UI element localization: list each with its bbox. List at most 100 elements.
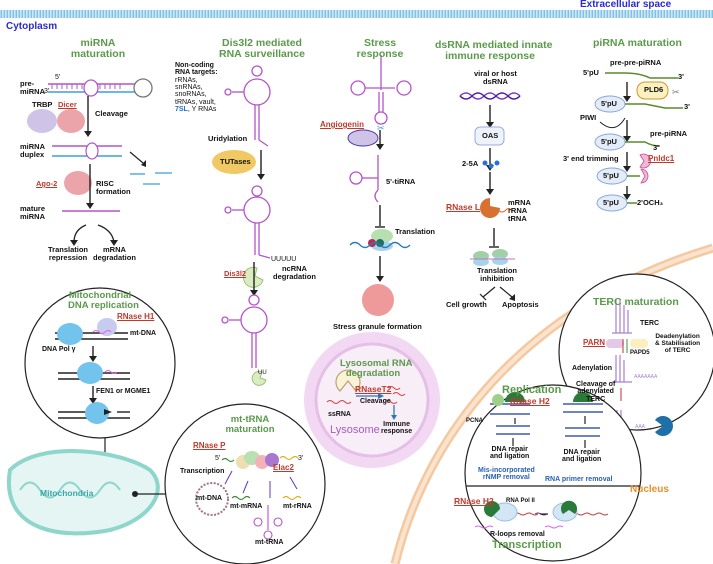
ncrna-structure-degraded — [221, 294, 268, 368]
trimming-label: 3' end trimming — [563, 154, 619, 163]
stress-granule — [362, 284, 394, 316]
elac2-label: Elac2 — [273, 463, 294, 472]
trna-structure — [350, 55, 412, 125]
och3-label: 2'OCH₃ — [637, 198, 664, 207]
pld6-label: PLD6 — [644, 85, 664, 94]
mt-trna-label: mt-tRNA — [255, 539, 284, 546]
five-pu-label: 5'pU — [601, 99, 617, 108]
fen1-mgme1-label: FEN1 or MGME1 — [96, 388, 151, 395]
two-5a-label: 2-5A — [462, 159, 479, 168]
five-pu-label: 5'pU — [583, 68, 599, 77]
rna-pol-ii-label: RNA Pol II — [506, 498, 535, 504]
mrna-strand — [349, 241, 411, 249]
three-prime-label: 3' — [44, 88, 50, 95]
oas-label: OAS — [482, 131, 499, 140]
ago2-protein — [64, 171, 92, 195]
mt-mrna-label: mt-mRNA — [230, 503, 263, 510]
tirna-fragment — [349, 155, 379, 203]
uridylation-label: Uridylation — [208, 134, 248, 143]
three-prime-label: 3' — [298, 455, 304, 462]
ncrna-structure-uridylated — [224, 185, 271, 259]
region-label-mitochondria: Mitochondria — [40, 488, 94, 498]
dna-pol-gamma — [57, 323, 83, 345]
five-pu-label: 5'pU — [601, 137, 617, 146]
mt-trna-structure — [253, 505, 283, 540]
exonuclease-icon — [655, 415, 674, 436]
angiogenin-enzyme — [347, 129, 379, 147]
five-prime-label: 5' — [55, 74, 61, 81]
dna-pol-gamma-label: DNA Pol γ — [42, 346, 76, 353]
translation-label: Translation — [395, 227, 436, 236]
scissors-icon: ✂ — [377, 123, 385, 133]
mitochondrion — [6, 449, 160, 536]
papd5-enzyme — [630, 339, 648, 348]
cell-growth-label: Cell growth — [446, 300, 487, 309]
replication-title: Replication — [502, 384, 562, 396]
dicer-protein — [57, 109, 85, 133]
dicer-label: Dicer — [58, 100, 77, 109]
rnase-p-label: RNase P — [193, 441, 226, 450]
oas-box — [474, 126, 505, 146]
uuuuu-label: UUUUU — [271, 256, 297, 263]
pre-mirna-hairpin — [48, 78, 153, 98]
mt-rrna-label: mt-rRNA — [283, 503, 312, 510]
aaa-tail: AAA — [635, 424, 646, 430]
pre-mirna-label: pre-miRNA — [20, 79, 46, 96]
pnldc1-enzyme — [639, 153, 652, 169]
discarded-strands — [130, 172, 172, 185]
parn-enzyme — [606, 339, 624, 348]
rnase-h2-replication-label: RNase H2 — [510, 396, 550, 406]
terc-panel — [558, 273, 713, 431]
mt-dna-label: mt-DNA — [130, 330, 157, 337]
rnase-h2-transcription-label: RNase H2 — [454, 496, 494, 506]
mt-trna-panel — [164, 403, 326, 564]
ncrna-structure-top — [224, 65, 271, 147]
r-loops-removal-label: R-loops removal — [490, 531, 545, 538]
ssrna-label: ssRNA — [328, 411, 351, 418]
three-prime-label: 3' — [684, 102, 690, 111]
five-prime-label: 5' — [215, 455, 221, 462]
terc-title: TERC maturation — [593, 296, 679, 308]
transcription-title: Transcription — [492, 539, 562, 551]
terc-label: TERC — [640, 320, 660, 327]
rnaset2-enzyme — [335, 369, 361, 392]
papd5-label: PAPD5 — [630, 350, 650, 356]
rnase-l-label: RNase L — [446, 202, 481, 212]
rna-primer-removal-label: RNA primer removal — [545, 476, 613, 483]
pcna-label: PCNA — [466, 418, 484, 424]
adenylation-label: Adenylation — [572, 365, 613, 372]
rnase-l-enzyme — [480, 198, 500, 218]
cleavage-label: Cleavage — [95, 109, 128, 118]
replication-dna — [490, 403, 603, 437]
cell-membrane — [0, 10, 713, 18]
lysosome-label: Lysosome — [330, 424, 380, 436]
dis3l2-enzyme-label: Dis3l2 — [224, 269, 247, 278]
pld6-enzyme — [636, 81, 669, 100]
pre-pre-pirna-label: pre-pre-piRNA — [610, 58, 662, 67]
tirna-label: 5'-tiRNA — [386, 177, 416, 186]
dis3l2-enzyme — [242, 266, 264, 288]
region-label-nucleus: Nucleus — [630, 484, 669, 495]
five-pu-label: 5'pU — [603, 171, 619, 180]
mt-dna-circle-label: mt-DNA — [196, 495, 223, 502]
angiogenin-label: Angiogenin — [320, 120, 364, 129]
five-pu-label: 5'pU — [603, 198, 619, 207]
mirna-duplex — [52, 142, 122, 160]
